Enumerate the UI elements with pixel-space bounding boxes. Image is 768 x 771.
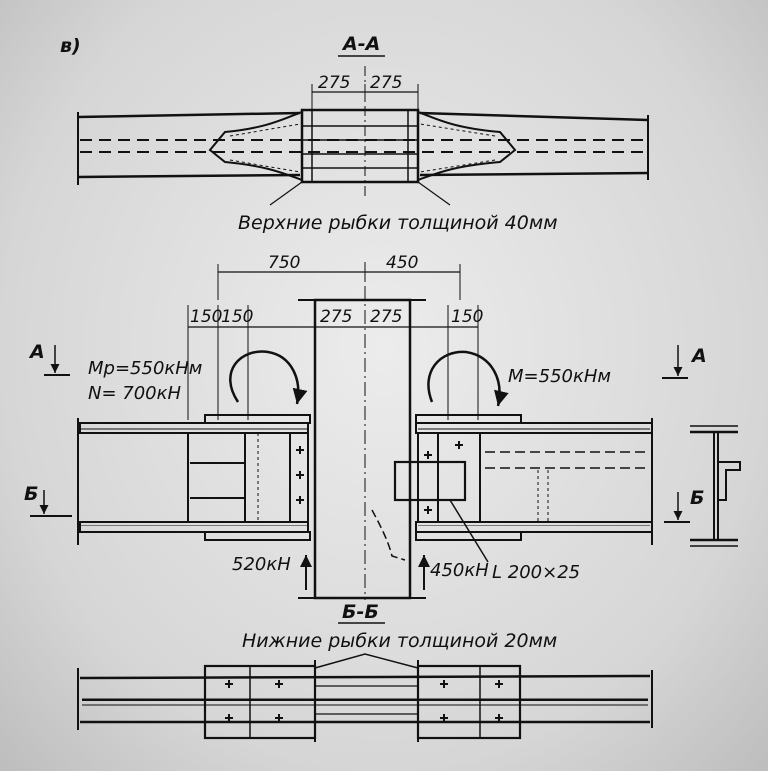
axial-force-label: N= 700кН [88,383,181,404]
reaction-left-label: 520кН [232,554,291,575]
dim-offset-2: 150 [221,307,253,327]
section-mark-b-right: Б [690,487,704,509]
dim-col-left: 275 [320,307,352,327]
moment-right-label: M=550кНм [508,366,611,387]
dim-top-right: 275 [370,73,402,93]
plan-view-bottom [77,653,653,742]
section-aa-title: А-А [341,33,380,55]
moment-left-label: Mp=550кНм [88,358,202,379]
dim-span-left: 750 [268,253,300,273]
dim-col-right: 275 [370,307,402,327]
section-mark-b-left: Б [24,483,38,505]
bottom-caption: Нижние рыбки толщиной 20мм [242,630,557,652]
plan-view-top [77,66,649,206]
dim-span-right: 450 [386,253,418,273]
section-mark-a-right: А [690,345,707,367]
dim-offset-1: 150 [190,307,222,327]
elevation-view [30,262,741,600]
dim-offset-3: 150 [451,307,483,327]
top-caption: Верхние рыбки толщиной 40мм [238,212,558,234]
dim-top-left: 275 [318,73,350,93]
reaction-right-label: 450кН [430,560,489,581]
sub-figure-label: в) [60,35,81,57]
angle-profile-label: L 200×25 [492,562,580,583]
section-bb-title: Б-Б [342,601,379,623]
section-mark-a-left: А [28,341,45,363]
